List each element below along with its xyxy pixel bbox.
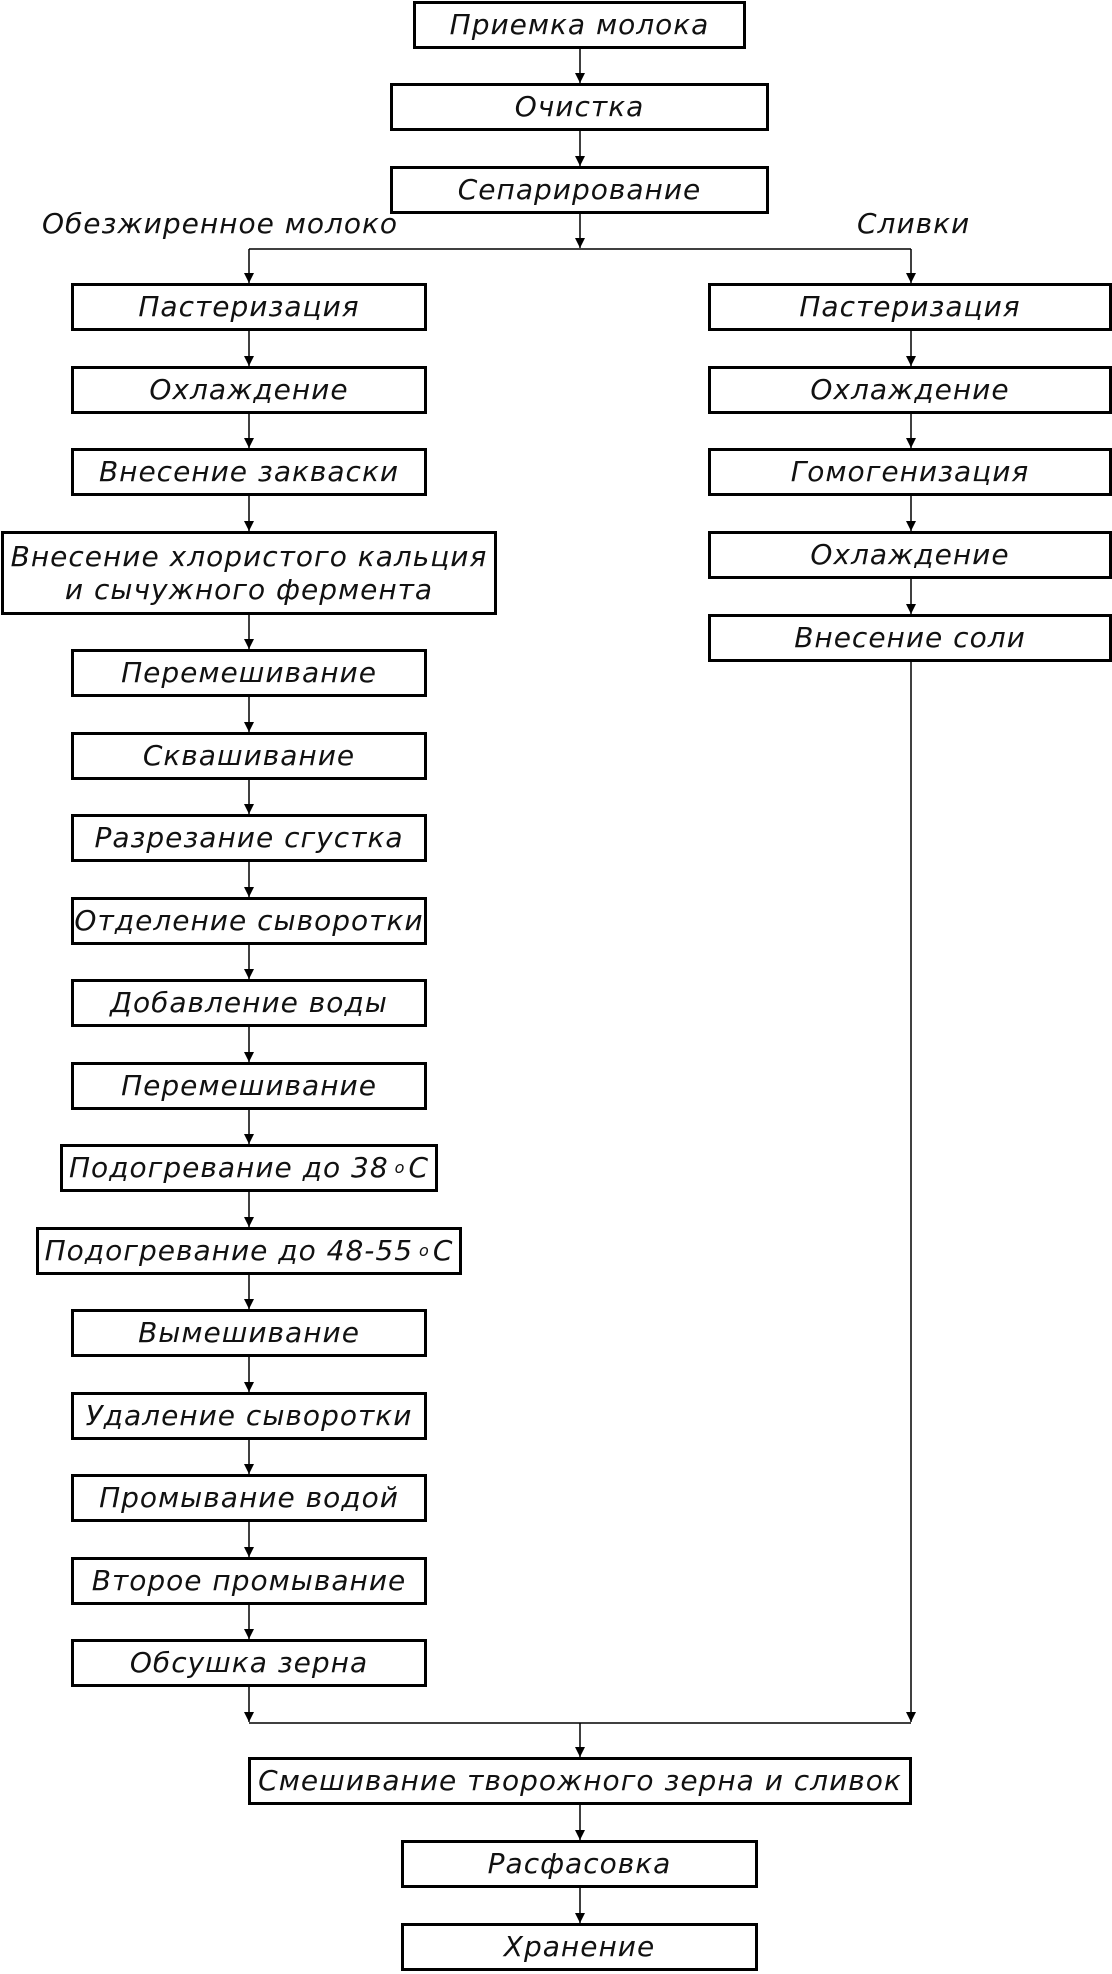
cream-step-pasteurization: Пастеризация [708, 283, 1112, 331]
step-mixing-curd-and-cream: Смешивание творожного зерна и сливок [248, 1757, 912, 1805]
skim-step-pasteurization: Пастеризация [71, 283, 427, 331]
skim-step-fermentation: Сквашивание [71, 732, 427, 780]
skim-step-water-addition: Добавление воды [71, 979, 427, 1027]
skim-step-water-rinse: Промывание водой [71, 1474, 427, 1522]
cream-branch-label: Сливки [857, 207, 971, 240]
skim-step-grain-drying: Обсушка зерна [71, 1639, 427, 1687]
cream-step-salt-addition: Внесение соли [708, 614, 1112, 662]
skim-step-second-rinse: Второе промывание [71, 1557, 427, 1605]
celsius-unit: C [432, 1234, 454, 1268]
cream-step-homogenization: Гомогенизация [708, 448, 1112, 496]
step-milk-reception: Приемка молока [413, 1, 746, 49]
cream-step-cooling-2: Охлаждение [708, 531, 1112, 579]
skim-step-whey-removal: Удаление сыворотки [71, 1392, 427, 1440]
calcium-enzyme-line-2: и сычужного фермента [64, 573, 434, 606]
degree-sign: o [419, 1240, 430, 1260]
skim-step-kneading: Вымешивание [71, 1309, 427, 1357]
step-storage: Хранение [401, 1923, 758, 1971]
skim-step-calcium-enzyme-addition: Внесение хлористого кальция и сычужного … [1, 531, 497, 615]
heating-48-55-label: Подогревание до 48-55 [44, 1234, 414, 1268]
heating-38-label: Подогревание до 38 [68, 1151, 389, 1185]
skim-step-mixing-1: Перемешивание [71, 649, 427, 697]
step-packaging: Расфасовка [401, 1840, 758, 1888]
cream-step-cooling-1: Охлаждение [708, 366, 1112, 414]
step-cleaning: Очистка [390, 83, 769, 131]
skim-step-cooling: Охлаждение [71, 366, 427, 414]
step-separation: Сепарирование [390, 166, 769, 214]
skim-milk-branch-label: Обезжиренное молоко [42, 207, 399, 240]
skim-step-mixing-2: Перемешивание [71, 1062, 427, 1110]
celsius-unit: C [408, 1151, 430, 1185]
degree-sign: o [394, 1157, 406, 1177]
skim-step-whey-separation: Отделение сыворотки [71, 897, 427, 945]
calcium-enzyme-line-1: Внесение хлористого кальция [10, 539, 488, 573]
skim-step-curd-cutting: Разрезание сгустка [71, 814, 427, 862]
skim-step-starter-addition: Внесение закваски [71, 448, 427, 496]
